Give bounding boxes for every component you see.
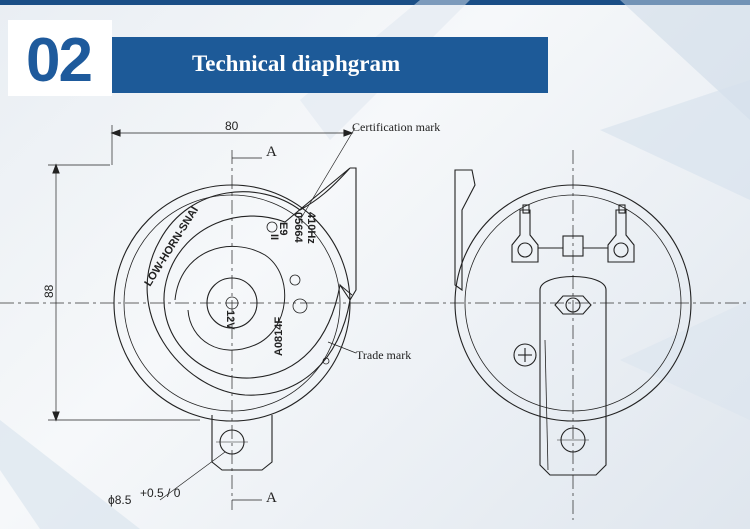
section-marker-bottom: A — [266, 490, 277, 506]
width-dimension: 80 — [225, 119, 239, 133]
approval-roman-text: II — [268, 234, 280, 240]
back-view — [454, 150, 692, 520]
hole-diameter: ϕ8.5 — [108, 493, 132, 507]
hole-tolerance: +0.5 / 0 — [140, 486, 181, 500]
approval-code-text: 05664 — [292, 212, 304, 243]
frequency-text: 410Hz — [305, 212, 317, 244]
height-dimension: 88 — [42, 284, 56, 298]
trade-mark-callout: Trade mark — [356, 348, 411, 362]
title-banner: Technical diaphgram — [112, 37, 548, 93]
section-title: Technical diaphgram — [192, 51, 401, 76]
approval-prefix-text: E9 — [277, 222, 289, 235]
section-number-badge: 02 — [8, 20, 112, 96]
section-marker-top: A — [266, 144, 277, 160]
front-view — [48, 125, 357, 510]
section-number: 02 — [26, 26, 93, 95]
rating-text: 12V — [224, 310, 236, 330]
certification-mark-callout: Certification mark — [352, 120, 440, 134]
part-number-text: A0814F — [273, 317, 285, 356]
